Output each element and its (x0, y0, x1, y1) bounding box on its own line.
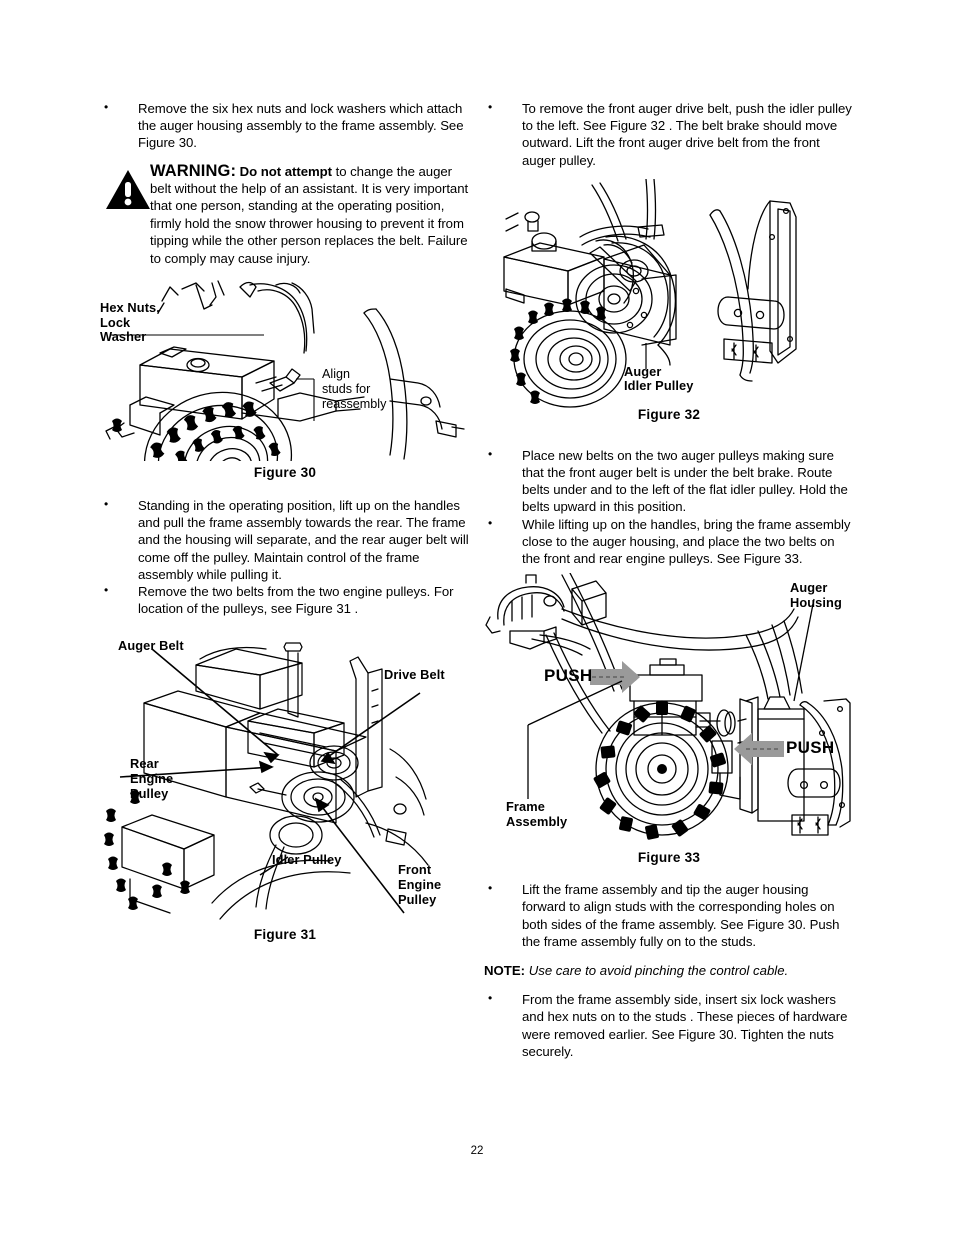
figure-31-callout-front-engine-pulley: Front Engine Pulley (398, 862, 442, 907)
warning-lead: Do not attempt (239, 163, 333, 179)
figure-31-callout-idler-pulley: Idler Pulley (272, 852, 342, 868)
warning-heading: WARNING: (150, 161, 237, 180)
figure-33-callout-auger-housing: Auger Housing (790, 580, 842, 610)
warning-body: to change the auger belt without the hel… (150, 163, 469, 266)
left-bullet-list-mid: Standing in the operating position, lift… (100, 496, 470, 617)
figure-32: Auger Idler Pulley Figure 32 (484, 178, 854, 439)
figure-30-caption: Figure 30 (253, 465, 317, 481)
note-body: Use care to avoid pinching the control c… (525, 963, 789, 979)
left-bullet-list-top: Remove the six hex nuts and lock washers… (100, 99, 470, 152)
figure-32-illustration (503, 178, 797, 408)
list-item: Remove the six hex nuts and lock washers… (100, 99, 470, 152)
figure-30-callout-hex-nuts: Hex Nuts, Lock Washer (100, 300, 160, 345)
figure-32-caption: Figure 32 (637, 406, 701, 422)
figure-33-callout-frame-assembly: Frame Assembly (506, 799, 568, 829)
list-item: While lifting up on the handles, bring t… (484, 515, 854, 568)
figure-31-caption: Figure 31 (253, 927, 317, 943)
warning-triangle-icon (105, 169, 151, 211)
warning-block: WARNING: Do not attempt to change the au… (100, 161, 470, 267)
warning-text: WARNING: Do not attempt to change the au… (150, 161, 470, 267)
figure-31-callout-drive-belt: Drive Belt (384, 667, 445, 683)
right-bullet-list-bottom-2: From the frame assembly side, insert six… (484, 990, 854, 1060)
list-item: Standing in the operating position, lift… (100, 496, 470, 583)
right-bullet-list-mid: Place new belts on the two auger pulleys… (484, 446, 854, 568)
figure-33-caption: Figure 33 (637, 850, 701, 866)
figure-31: Auger Belt Drive Belt Rear Engine Pulley… (100, 631, 470, 951)
figure-31-callout-auger-belt: Auger Belt (118, 638, 184, 654)
note-label: NOTE: (484, 963, 526, 979)
list-item: From the frame assembly side, insert six… (484, 990, 854, 1060)
figure-31-illustration (104, 642, 429, 921)
right-bullet-list-top: To remove the front auger drive belt, pu… (484, 99, 854, 169)
figure-32-callout-auger-idler-pulley: Auger Idler Pulley (624, 363, 694, 394)
right-column: To remove the front auger drive belt, pu… (484, 99, 854, 1060)
figure-30-illustration (105, 280, 465, 462)
right-bullet-list-bottom-1: Lift the frame assembly and tip the auge… (484, 880, 854, 950)
left-column: Remove the six hex nuts and lock washers… (100, 99, 470, 951)
list-item: To remove the front auger drive belt, pu… (484, 99, 854, 169)
figure-33: Auger Housing Frame Assembly PUSH PUSH F… (484, 573, 854, 873)
figure-33-push-label-right: PUSH (786, 738, 835, 758)
note-line: NOTE: Use care to avoid pinching the con… (484, 962, 854, 979)
page-number: 22 (470, 1145, 484, 1157)
list-item: Lift the frame assembly and tip the auge… (484, 880, 854, 950)
figure-30-callout-align-studs: Align studs for reassembly (322, 367, 387, 412)
figure-31-callout-rear-engine-pulley: Rear Engine Pulley (130, 756, 174, 801)
figure-30: Hex Nuts, Lock Washer Align studs for re… (100, 279, 470, 485)
figure-33-push-label-left: PUSH (544, 666, 593, 686)
figure-33-illustration (485, 573, 851, 840)
list-item: Place new belts on the two auger pulleys… (484, 446, 854, 516)
list-item: Remove the two belts from the two engine… (100, 582, 470, 617)
